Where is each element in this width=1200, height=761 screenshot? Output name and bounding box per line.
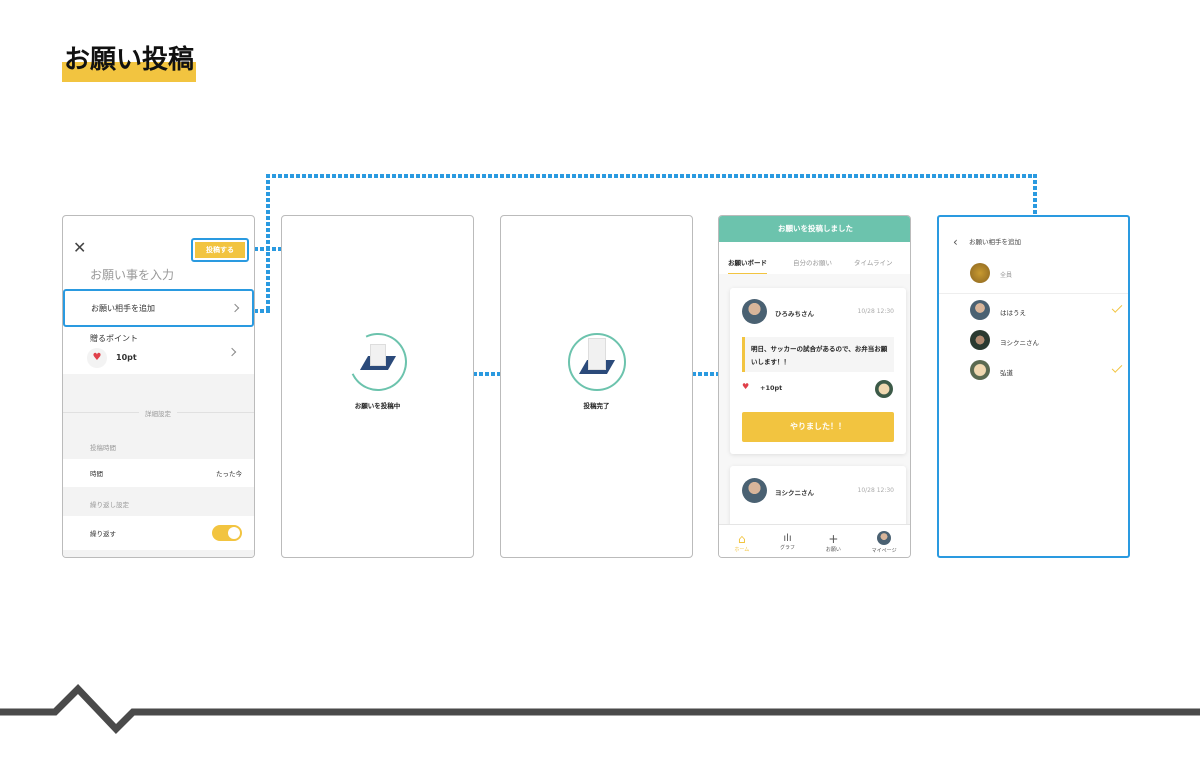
person-name: ははうえ <box>1000 309 1026 317</box>
home-icon: ⌂ <box>738 531 746 546</box>
nav-label: ホーム <box>734 546 750 553</box>
chevron-right-icon <box>230 303 240 313</box>
avatar <box>877 530 892 545</box>
nav-home[interactable]: ⌂ホーム <box>734 532 749 553</box>
screen-board: お願いを投稿しました お願いボード 自分のお願い タイムライン ひろみちさん 1… <box>718 215 911 558</box>
plus-icon: + <box>828 531 839 546</box>
time-value: たった今 <box>216 470 242 478</box>
done-button[interactable]: やりました！！ <box>742 412 894 442</box>
time-row[interactable]: 時間 たった今 <box>63 459 254 487</box>
decorative-divider <box>0 683 1200 735</box>
avatar <box>970 263 990 283</box>
person-name: ヨシクニさん <box>1000 339 1039 347</box>
card-time: 10/28 12:30 <box>857 308 895 315</box>
progress-ring <box>568 333 626 391</box>
points-value: 10pt <box>116 353 137 362</box>
nav-wish[interactable]: +お願い <box>826 532 841 553</box>
details-header: 詳細設定 <box>139 408 177 418</box>
nav-label: グラフ <box>780 545 796 551</box>
avatar <box>970 360 990 380</box>
post-button[interactable]: 投稿する <box>195 242 245 258</box>
repeat-label: 繰り返す <box>90 530 116 538</box>
check-icon <box>1111 302 1123 313</box>
heart-icon: ♥ <box>87 348 107 368</box>
screen-add-partner: ‹ お願い相手を追加 全員 ははうえ ヨシクニさん 弘道 <box>937 215 1130 558</box>
time-label: 時間 <box>90 470 103 478</box>
heart-icon: ♥ <box>742 382 750 391</box>
tab-my-wishes[interactable]: 自分のお願い <box>793 259 832 267</box>
people-list: ははうえ ヨシクニさん 弘道 <box>939 300 1128 390</box>
status-text: お願いを投稿中 <box>354 402 401 410</box>
points-label: 贈るポイント <box>90 334 138 343</box>
add-partner-label: お願い相手を追加 <box>91 303 155 313</box>
nav-mypage[interactable]: マイページ <box>871 530 897 554</box>
person-row[interactable]: ヨシクニさん <box>939 330 1128 358</box>
post-time-header: 投稿時間 <box>90 444 116 452</box>
screen-posting: お願いを投稿中 <box>281 215 474 558</box>
success-banner: お願いを投稿しました <box>719 216 910 242</box>
tab-board[interactable]: お願いボード <box>728 257 767 275</box>
card-message: 明日、サッカーの試合があるので、お弁当お願いします！！ <box>742 337 894 372</box>
tab-timeline[interactable]: タイムライン <box>854 259 893 267</box>
card-name: ヨシクニさん <box>775 489 814 497</box>
card-name: ひろみちさん <box>775 310 814 318</box>
person-name: 弘道 <box>1000 369 1013 377</box>
graph-icon: ılı <box>783 533 792 544</box>
connector <box>266 174 1037 178</box>
nav-label: マイページ <box>871 547 897 554</box>
avatar <box>875 380 893 398</box>
person-row[interactable]: 弘道 <box>939 360 1128 388</box>
wish-card: ひろみちさん 10/28 12:30 明日、サッカーの試合があるので、お弁当お願… <box>730 288 906 454</box>
connector <box>248 247 281 251</box>
repeat-toggle[interactable] <box>212 525 242 541</box>
back-icon[interactable]: ‹ <box>953 235 958 249</box>
connector <box>473 372 500 376</box>
avatar <box>970 300 990 320</box>
page-title: お願い投稿 <box>62 38 197 82</box>
wish-input[interactable]: お願い事を入力 <box>90 268 175 282</box>
card-time: 10/28 12:30 <box>857 487 895 494</box>
add-partner-row[interactable]: お願い相手を追加 <box>63 289 254 327</box>
repeat-header: 繰り返し設定 <box>90 501 129 509</box>
avatar <box>970 330 990 350</box>
close-icon[interactable]: ✕ <box>73 238 87 257</box>
nav-label: お願い <box>825 546 841 553</box>
connector <box>1033 174 1037 215</box>
screen-posted: 投稿完了 <box>500 215 693 558</box>
status-text: 投稿完了 <box>583 402 610 410</box>
card-points: +10pt <box>760 384 783 392</box>
connector <box>692 372 718 376</box>
check-icon <box>1111 362 1123 373</box>
chevron-right-icon[interactable] <box>227 347 237 357</box>
avatar <box>742 299 767 324</box>
all-option[interactable]: 全員 <box>1000 272 1013 279</box>
screen-title: お願い相手を追加 <box>969 238 1021 246</box>
connector <box>266 174 270 311</box>
screen-post-form: ✕ 投稿する お願い事を入力 お願い相手を追加 贈るポイント ♥ 10pt 詳細… <box>62 215 255 558</box>
repeat-row: 繰り返す <box>63 516 254 550</box>
connector <box>254 309 270 313</box>
person-row[interactable]: ははうえ <box>939 300 1128 328</box>
avatar <box>742 478 767 503</box>
